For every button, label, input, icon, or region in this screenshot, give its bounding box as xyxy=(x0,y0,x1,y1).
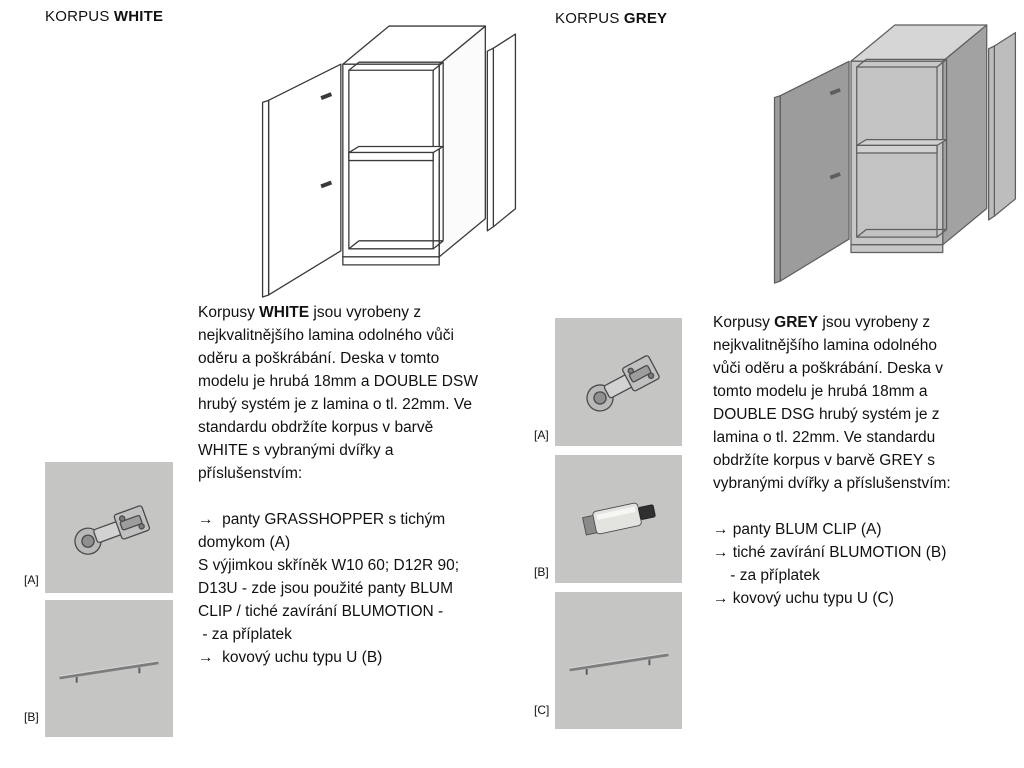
title-bold: WHITE xyxy=(113,8,164,25)
section-title-grey: KORPUS GREY xyxy=(555,10,667,27)
title-regular: KORPUS xyxy=(555,10,624,27)
description-white: Korpusy WHITE jsou vyrobeny z nejkvalitn… xyxy=(198,301,518,669)
list-item: S výjimkou skříněk W10 60; D12R 90; D13U… xyxy=(198,557,460,643)
list-item: → kovový uchu typu U (B) xyxy=(198,649,383,666)
feature-list: → panty GRASSHOPPER s tichým domykom (A)… xyxy=(198,508,518,669)
list-item: → tiché zavírání BLUMOTION (B) - za příp… xyxy=(713,544,947,584)
feature-list: → panty BLUM CLIP (A) → tiché zavírání B… xyxy=(713,518,1013,610)
handle-image xyxy=(555,592,682,729)
intro-rest: jsou vyrobeny z nejkvalitnějšího lamina … xyxy=(198,304,478,482)
intro-paragraph: Korpusy WHITE jsou vyrobeny z nejkvalitn… xyxy=(198,301,518,485)
intro-lead: Korpusy xyxy=(198,304,260,321)
figure-label-b: [B] xyxy=(534,565,549,579)
figure-label-a: [A] xyxy=(24,573,39,587)
intro-lead: Korpusy xyxy=(713,314,775,331)
cabinet-drawing-grey xyxy=(768,2,1020,284)
title-regular: KORPUS xyxy=(45,8,114,25)
damper-image xyxy=(555,455,682,583)
hinge-icon xyxy=(74,504,151,555)
cabinet-drawing-white xyxy=(256,2,520,298)
description-grey: Korpusy GREY jsou vyrobeny z nejkvalitně… xyxy=(713,311,1013,610)
list-item: → kovový uchu typu U (C) xyxy=(713,590,894,607)
section-title-white: KORPUS WHITE xyxy=(45,8,163,25)
handle-image xyxy=(45,600,173,737)
intro-bold: GREY xyxy=(774,314,819,331)
handle-icon xyxy=(59,660,159,683)
list-item: → panty GRASSHOPPER s tichým domykom (A) xyxy=(198,511,446,551)
intro-bold: WHITE xyxy=(259,304,310,321)
cabinet-wireframe-svg xyxy=(261,25,517,298)
intro-paragraph: Korpusy GREY jsou vyrobeny z nejkvalitně… xyxy=(713,311,1013,495)
intro-rest: jsou vyrobeny z nejkvalitnějšího lamina … xyxy=(713,314,951,492)
hinge-image xyxy=(45,462,173,593)
list-item: → panty BLUM CLIP (A) xyxy=(713,521,882,538)
figure-label-b: [B] xyxy=(24,710,39,724)
figure-label-a: [A] xyxy=(534,428,549,442)
damper-icon xyxy=(581,502,656,536)
title-bold: GREY xyxy=(623,10,668,27)
figure-label-c: [C] xyxy=(534,703,550,717)
hinge-icon xyxy=(585,355,660,412)
hinge-image xyxy=(555,318,682,446)
handle-icon xyxy=(568,652,669,675)
cabinet-wireframe-svg xyxy=(773,24,1017,284)
